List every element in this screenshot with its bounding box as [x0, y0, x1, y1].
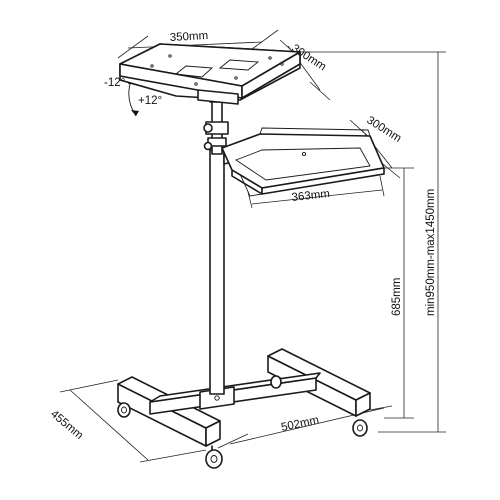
- label-base-depth: 455mm: [48, 408, 85, 442]
- label-lower-width: 363mm: [291, 188, 330, 204]
- top-tray: [119, 43, 301, 105]
- label-tilt-plus: +12°: [138, 95, 162, 107]
- label-base-width: 502mm: [280, 414, 320, 434]
- lower-tray: [221, 127, 385, 197]
- caster-back-left: [270, 375, 282, 389]
- telescopic-pole: [203, 91, 233, 395]
- caster-front-left: [117, 402, 131, 418]
- label-top-width: 350mm: [170, 30, 209, 44]
- label-lower-height: 685mm: [391, 278, 403, 316]
- caster-front-middle: [205, 445, 223, 469]
- caster-back-right: [352, 419, 368, 437]
- label-tilt-minus: -12°: [104, 77, 125, 89]
- base-frame: [117, 348, 371, 447]
- label-total-height: min950mm-max1450mm: [425, 189, 437, 316]
